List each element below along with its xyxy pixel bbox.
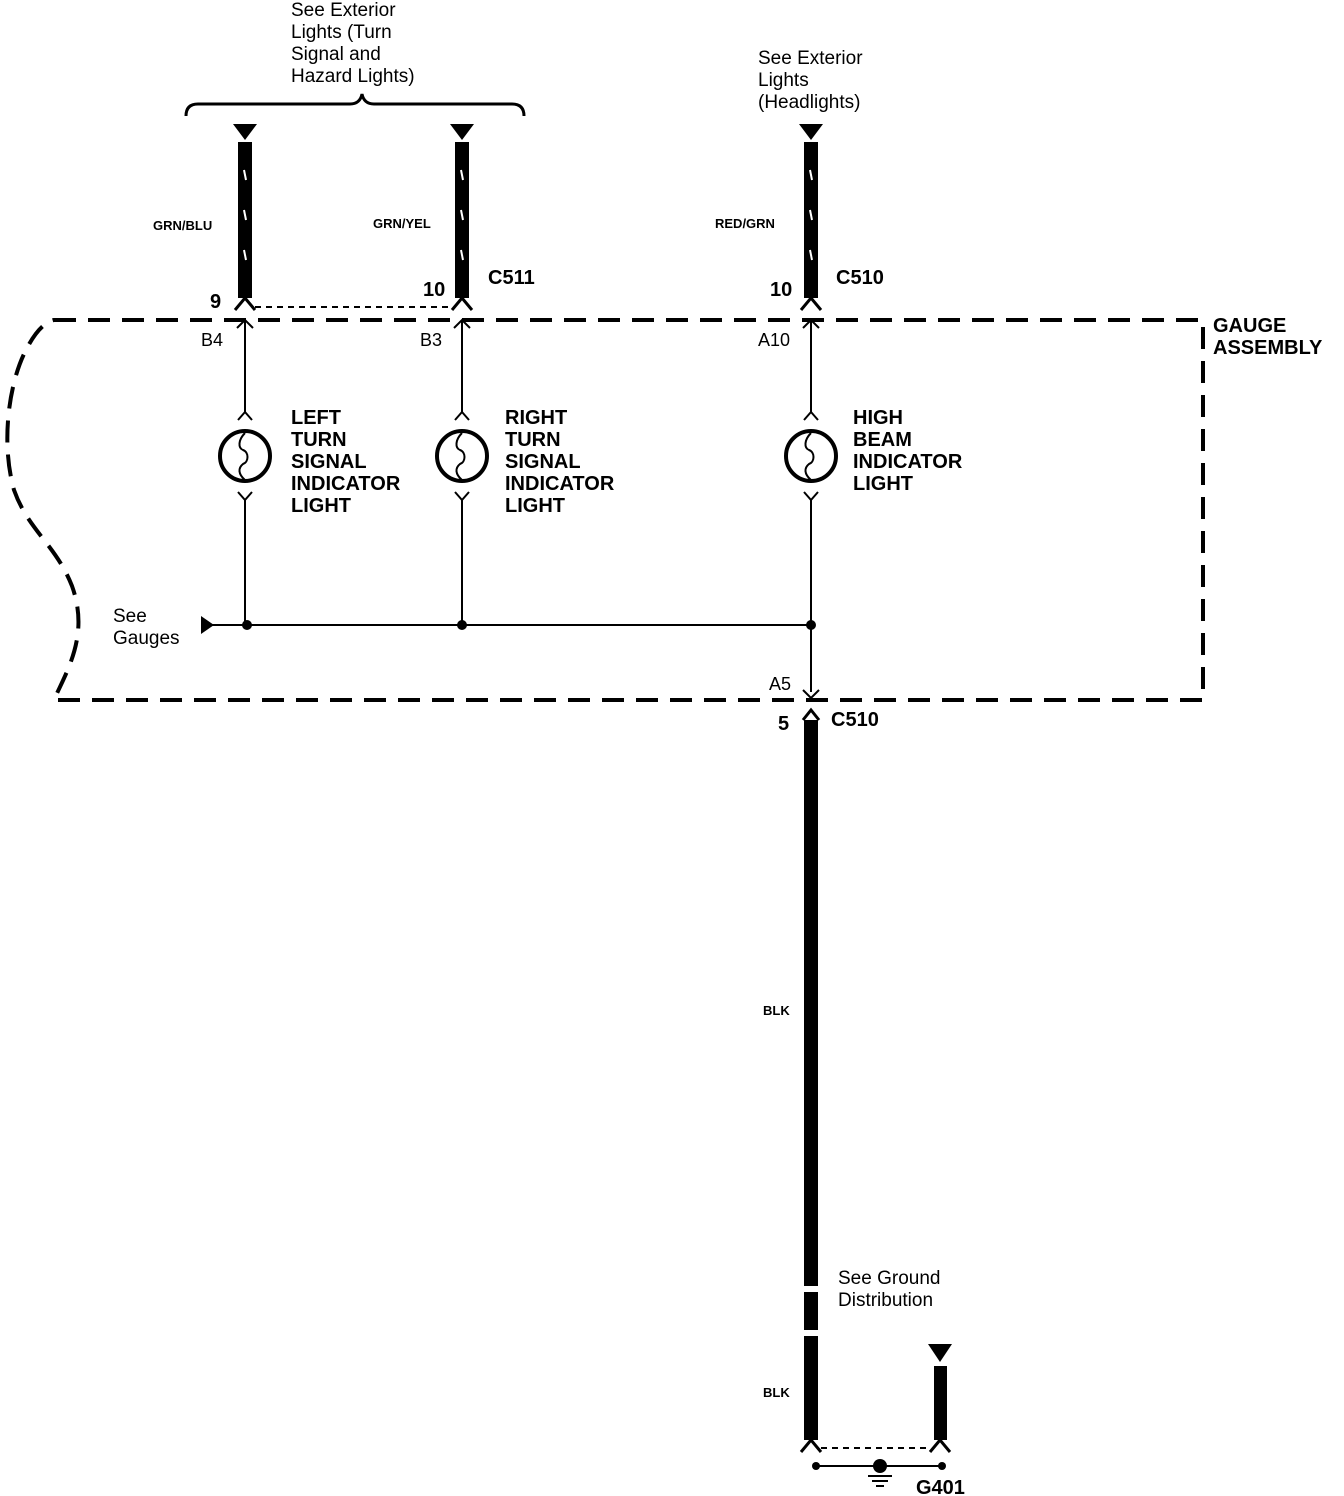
svg-text:BEAM: BEAM (853, 429, 912, 451)
turn-hazard-ref-line-3: Signal and (291, 44, 381, 65)
svg-text:INDICATOR: INDICATOR (853, 451, 963, 473)
svg-text:INDICATOR: INDICATOR (505, 473, 615, 495)
svg-text:LIGHT: LIGHT (291, 495, 351, 517)
gauge-assembly-boundary (5, 318, 1205, 702)
turn-hazard-ref-line-4: Hazard Lights) (291, 66, 415, 87)
ground-terminals (799, 1437, 952, 1453)
gauge-assembly-label-line-2: ASSEMBLY (1213, 337, 1323, 359)
high-beam-indicator-label: HIGH BEAM INDICATOR LIGHT (853, 407, 963, 495)
arrow-ground-branch (928, 1344, 952, 1362)
high-beam-bulb-icon (784, 410, 838, 502)
junction-dot (242, 620, 252, 630)
wire-label-blk-lower: BLK (763, 1385, 790, 1400)
wire-label-grn-blu: GRN/BLU (153, 218, 212, 233)
pin-a10: A10 (758, 330, 790, 350)
headlights-ref-line-2: Lights (758, 70, 809, 91)
connector-terminals-top (233, 295, 823, 311)
junction-dot (806, 620, 816, 630)
arrow-high-top (799, 124, 823, 140)
pin-b3: B3 (420, 330, 442, 350)
pin-10-c511: 10 (423, 279, 445, 301)
svg-text:TURN: TURN (505, 429, 561, 451)
gauges-reference[interactable]: See Gauges (113, 606, 180, 649)
pin-9: 9 (210, 291, 221, 313)
pin-b4: B4 (201, 330, 223, 350)
svg-text:LIGHT: LIGHT (853, 473, 913, 495)
wire-high (804, 142, 818, 298)
wire-label-red-grn: RED/GRN (715, 216, 775, 231)
arrow-left-top (233, 124, 257, 140)
turn-hazard-reference[interactable]: See Exterior Lights (Turn Signal and Haz… (291, 0, 415, 87)
connector-c510-bottom: C510 (831, 709, 879, 731)
internal-terminals (236, 318, 820, 329)
connector-c511: C511 (488, 267, 535, 289)
ground-point-g401: G401 (916, 1477, 965, 1496)
gauges-ref-line-2: Gauges (113, 628, 180, 649)
turn-hazard-ref-line-1: See Exterior (291, 0, 396, 21)
svg-text:INDICATOR: INDICATOR (291, 473, 401, 495)
wire-right (455, 142, 469, 298)
ground-wire (804, 720, 818, 1440)
pin-a5: A5 (769, 674, 791, 694)
ground-ref-line-2: Distribution (838, 1290, 933, 1311)
svg-text:SIGNAL: SIGNAL (505, 451, 581, 473)
arrow-right-top (450, 124, 474, 140)
internal-wires (210, 320, 812, 692)
left-turn-bulb-icon (218, 410, 272, 502)
svg-text:RIGHT: RIGHT (505, 407, 567, 429)
headlights-reference[interactable]: See Exterior Lights (Headlights) (758, 48, 863, 113)
pin-10-c510: 10 (770, 279, 792, 301)
pin-5: 5 (778, 713, 789, 735)
wire-label-blk-upper: BLK (763, 1003, 790, 1018)
left-turn-indicator-label: LEFT TURN SIGNAL INDICATOR LIGHT (291, 407, 401, 517)
ground-ref-line-1: See Ground (838, 1268, 940, 1289)
right-turn-bulb-icon (435, 410, 489, 502)
turn-hazard-ref-line-2: Lights (Turn (291, 22, 392, 43)
gauges-ref-line-1: See (113, 606, 147, 627)
turn-hazard-brace (184, 93, 526, 117)
connector-c510-top: C510 (836, 267, 884, 289)
wire-left (238, 142, 252, 298)
headlights-ref-line-3: (Headlights) (758, 92, 860, 113)
gauge-assembly-label-line-1: GAUGE (1213, 315, 1286, 337)
svg-text:LIGHT: LIGHT (505, 495, 565, 517)
terminal-a5 (802, 689, 820, 700)
ground-branch-wire (934, 1366, 947, 1440)
right-turn-indicator-label: RIGHT TURN SIGNAL INDICATOR LIGHT (505, 407, 615, 517)
svg-text:SIGNAL: SIGNAL (291, 451, 367, 473)
gauges-arrow (201, 616, 214, 634)
ground-distribution-reference[interactable]: See Ground Distribution (838, 1268, 940, 1311)
svg-text:TURN: TURN (291, 429, 347, 451)
svg-text:HIGH: HIGH (853, 407, 903, 429)
wire-label-grn-yel: GRN/YEL (373, 216, 431, 231)
ground-symbol-icon (812, 1459, 946, 1487)
terminal-c510-bottom (801, 707, 821, 721)
headlights-ref-line-1: See Exterior (758, 48, 863, 69)
junction-dot (457, 620, 467, 630)
svg-text:LEFT: LEFT (291, 407, 341, 429)
